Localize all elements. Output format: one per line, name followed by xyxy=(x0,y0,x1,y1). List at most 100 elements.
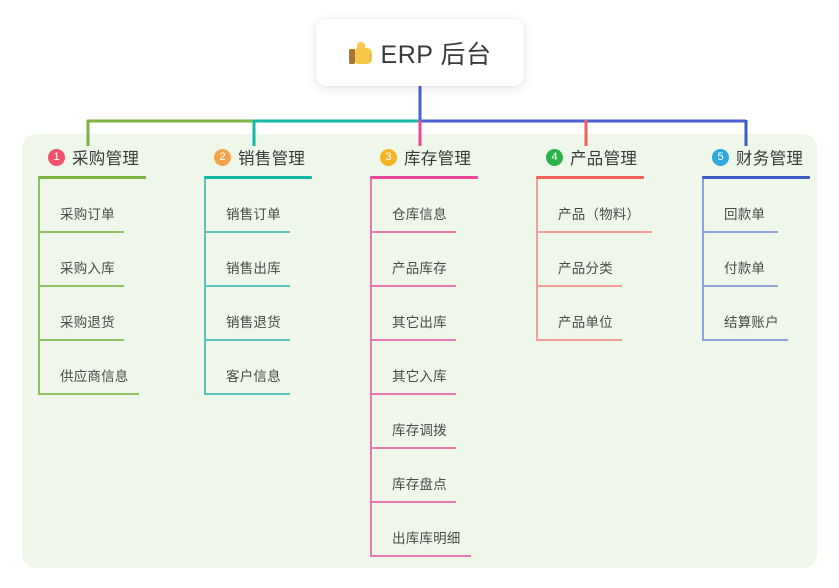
branch-items-2: 销售订单销售出库销售退货客户信息 xyxy=(204,179,312,395)
branch-badge-5: 5 xyxy=(712,148,729,166)
leaf-spine xyxy=(204,179,206,233)
leaf-item[interactable]: 其它出库 xyxy=(370,287,478,341)
leaf-underline xyxy=(38,393,139,395)
leaf-item[interactable]: 销售订单 xyxy=(204,179,312,233)
leaf-item[interactable]: 销售出库 xyxy=(204,233,312,287)
leaf-item[interactable]: 其它入库 xyxy=(370,341,478,395)
leaf-spine xyxy=(702,233,704,287)
branch-column-5: 5 财务管理回款单付款单结算账户 xyxy=(702,144,810,341)
leaf-item[interactable]: 产品分类 xyxy=(536,233,644,287)
branch-title-2: 销售管理 xyxy=(238,150,306,168)
branch-badge-1: 1 xyxy=(48,148,65,166)
leaf-item[interactable]: 产品单位 xyxy=(536,287,644,341)
leaf-item[interactable]: 采购退货 xyxy=(38,287,146,341)
leaf-spine xyxy=(204,341,206,395)
leaf-underline xyxy=(370,447,456,449)
leaf-label: 库存盘点 xyxy=(392,477,447,492)
leaf-spine xyxy=(370,341,372,395)
leaf-label: 供应商信息 xyxy=(60,369,129,384)
leaf-underline xyxy=(38,285,124,287)
leaf-spine xyxy=(702,287,704,341)
branch-title-1: 采购管理 xyxy=(72,150,140,168)
leaf-spine xyxy=(536,233,538,287)
leaf-item[interactable]: 客户信息 xyxy=(204,341,312,395)
branch-title-5: 财务管理 xyxy=(736,150,804,168)
leaf-item[interactable]: 结算账户 xyxy=(702,287,810,341)
branch-column-1: 1 采购管理采购订单采购入库采购退货供应商信息 xyxy=(38,144,146,395)
leaf-label: 结算账户 xyxy=(724,315,779,330)
leaf-label: 销售出库 xyxy=(226,261,281,276)
leaf-item[interactable]: 出库库明细 xyxy=(370,503,478,557)
leaf-underline xyxy=(370,285,456,287)
leaf-underline xyxy=(370,393,456,395)
thumbs-up-icon xyxy=(348,41,372,64)
leaf-item[interactable]: 回款单 xyxy=(702,179,810,233)
leaf-item[interactable]: 采购订单 xyxy=(38,179,146,233)
leaf-label: 客户信息 xyxy=(226,369,281,384)
leaf-underline xyxy=(38,339,124,341)
leaf-spine xyxy=(38,287,40,341)
leaf-spine xyxy=(370,503,372,557)
leaf-label: 付款单 xyxy=(724,261,766,276)
branch-items-4: 产品（物料） 产品分类产品单位 xyxy=(536,179,652,341)
root-title: ERP 后台 xyxy=(380,40,492,69)
leaf-underline xyxy=(204,231,290,233)
leaf-item[interactable]: 采购入库 xyxy=(38,233,146,287)
branch-title-3: 库存管理 xyxy=(404,150,472,168)
leaf-spine xyxy=(38,179,40,233)
branch-underline-3 xyxy=(370,176,478,179)
branch-underline-4 xyxy=(536,176,644,179)
leaf-label: 产品分类 xyxy=(558,261,613,276)
leaf-underline xyxy=(204,393,290,395)
leaf-underline xyxy=(370,555,471,557)
leaf-item[interactable]: 产品（物料） xyxy=(536,179,652,233)
leaf-underline xyxy=(702,339,788,341)
branch-header-1[interactable]: 1 采购管理 xyxy=(38,144,146,170)
leaf-label: 其它入库 xyxy=(392,369,447,384)
leaf-label: 销售订单 xyxy=(226,207,281,222)
leaf-spine xyxy=(204,233,206,287)
leaf-spine xyxy=(370,179,372,233)
leaf-item[interactable]: 供应商信息 xyxy=(38,341,146,395)
leaf-item[interactable]: 库存调拨 xyxy=(370,395,478,449)
leaf-spine xyxy=(370,287,372,341)
branch-header-5[interactable]: 5 财务管理 xyxy=(702,144,810,170)
leaf-underline xyxy=(370,339,456,341)
leaf-underline xyxy=(536,339,622,341)
leaf-item[interactable]: 付款单 xyxy=(702,233,810,287)
leaf-underline xyxy=(370,501,456,503)
leaf-label: 采购订单 xyxy=(60,207,115,222)
branch-underline-2 xyxy=(204,176,312,179)
leaf-item[interactable]: 产品库存 xyxy=(370,233,478,287)
branch-title-4: 产品管理 xyxy=(570,150,638,168)
leaf-spine xyxy=(702,179,704,233)
leaf-item[interactable]: 销售退货 xyxy=(204,287,312,341)
leaf-label: 仓库信息 xyxy=(392,207,447,222)
diagram-panel xyxy=(22,134,817,568)
leaf-label: 库存调拨 xyxy=(392,423,447,438)
leaf-label: 产品库存 xyxy=(392,261,447,276)
leaf-spine xyxy=(370,395,372,449)
leaf-item[interactable]: 库存盘点 xyxy=(370,449,478,503)
root-node[interactable]: ERP 后台 xyxy=(316,19,524,86)
leaf-label: 回款单 xyxy=(724,207,766,222)
leaf-underline xyxy=(536,285,622,287)
leaf-label: 产品（物料） xyxy=(558,207,641,222)
leaf-item[interactable]: 仓库信息 xyxy=(370,179,478,233)
branch-items-3: 仓库信息产品库存其它出库其它入库库存调拨库存盘点出库库明细 xyxy=(370,179,478,557)
leaf-underline xyxy=(702,285,778,287)
leaf-label: 销售退货 xyxy=(226,315,281,330)
leaf-underline xyxy=(702,231,778,233)
leaf-underline xyxy=(204,285,290,287)
leaf-spine xyxy=(370,449,372,503)
branch-underline-1 xyxy=(38,176,146,179)
leaf-spine xyxy=(536,287,538,341)
leaf-label: 出库库明细 xyxy=(392,531,461,546)
leaf-label: 其它出库 xyxy=(392,315,447,330)
